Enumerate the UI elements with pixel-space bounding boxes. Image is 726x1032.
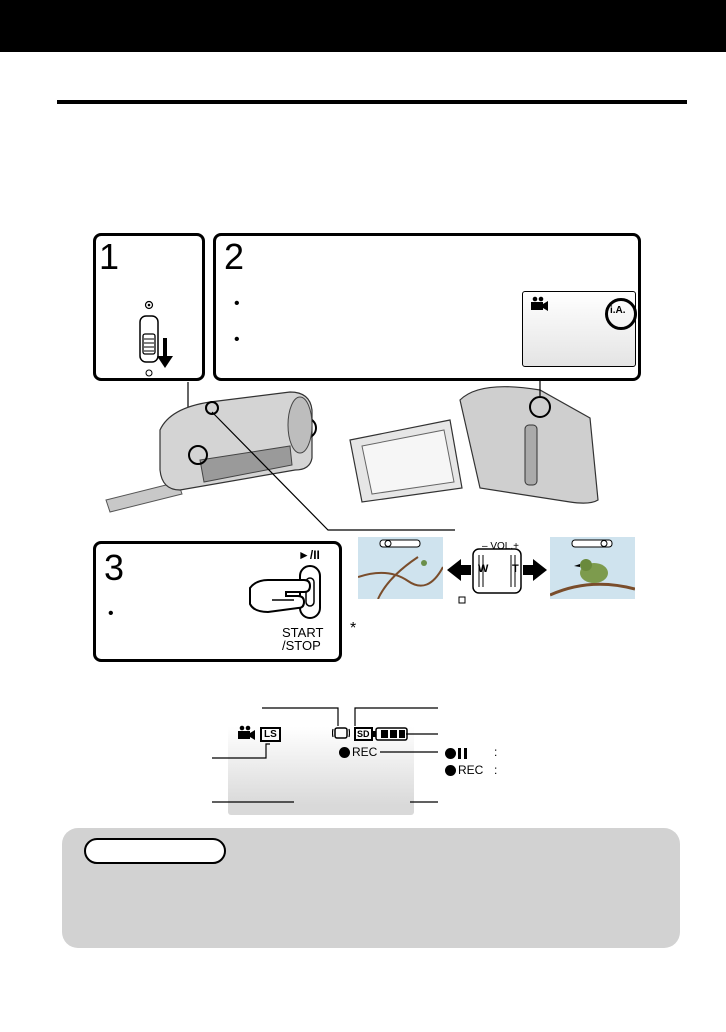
legend-rec-label: REC (458, 763, 484, 777)
lcd-preview: i.A. (522, 291, 637, 367)
note-tab (84, 838, 226, 864)
zoom-wide-illustration (357, 537, 444, 600)
video-camera-icon (238, 725, 255, 740)
play-pause-label: ►/II (298, 548, 320, 562)
step-2-number: 2 (224, 236, 245, 277)
zoom-wide-label: W (478, 563, 489, 575)
start-stop-label: START /STOP (282, 625, 324, 653)
legend-dot-icon (445, 748, 456, 759)
rec-dot-icon (339, 747, 350, 758)
title-rule (57, 100, 687, 104)
zoom-lever-icon[interactable] (445, 537, 549, 609)
step-2-box: 2 • • i.A. (213, 233, 641, 381)
step-1-box: 1 (93, 233, 205, 381)
step-2-bullet-2: • (234, 331, 240, 348)
zoom-tele-label: T (512, 563, 519, 575)
rec-indicator: REC (352, 745, 378, 759)
sd-badge: SD (354, 727, 373, 741)
legend-rec-colon: : (494, 763, 498, 777)
lcd-callout-lines (212, 707, 438, 803)
ls-badge: LS (260, 727, 281, 742)
mode-switch-icon (139, 300, 173, 377)
step-3-number: 3 (104, 547, 125, 588)
step-3-box: 3 • ►/II START /STOP (93, 541, 342, 662)
start-stop-button-illustration (249, 565, 321, 619)
pause-icon (458, 748, 467, 759)
step-2-bullet-1: • (234, 295, 240, 312)
zoom-lever-label: – VOL.+ (482, 541, 519, 552)
camcorder-illustration (105, 378, 599, 531)
zoom-tele-illustration (549, 537, 636, 599)
footnote-marker: * (350, 620, 357, 637)
image-stabilizer-icon (332, 727, 350, 739)
step-3-bullet: • (108, 605, 114, 622)
video-camera-icon (531, 296, 548, 311)
header-bar (0, 0, 726, 52)
legend-pause-colon: : (494, 745, 498, 759)
ia-label: i.A. (610, 305, 626, 316)
legend-dot-icon (445, 765, 456, 776)
lcd-detail: LS SD REC (228, 717, 414, 815)
step-1-number: 1 (99, 236, 120, 277)
ia-icon-ring (605, 298, 637, 330)
